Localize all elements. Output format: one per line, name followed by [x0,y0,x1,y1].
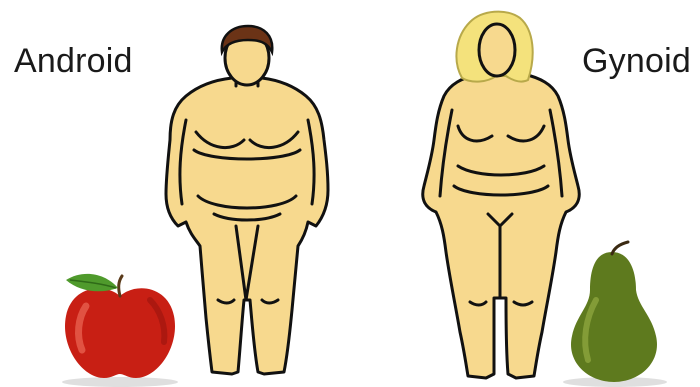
android-body-figure [166,78,328,374]
pear-icon [563,242,667,387]
apple-icon [62,274,178,387]
gynoid-body-figure [423,74,580,378]
android-head [222,26,272,85]
gynoid-head [456,12,532,82]
